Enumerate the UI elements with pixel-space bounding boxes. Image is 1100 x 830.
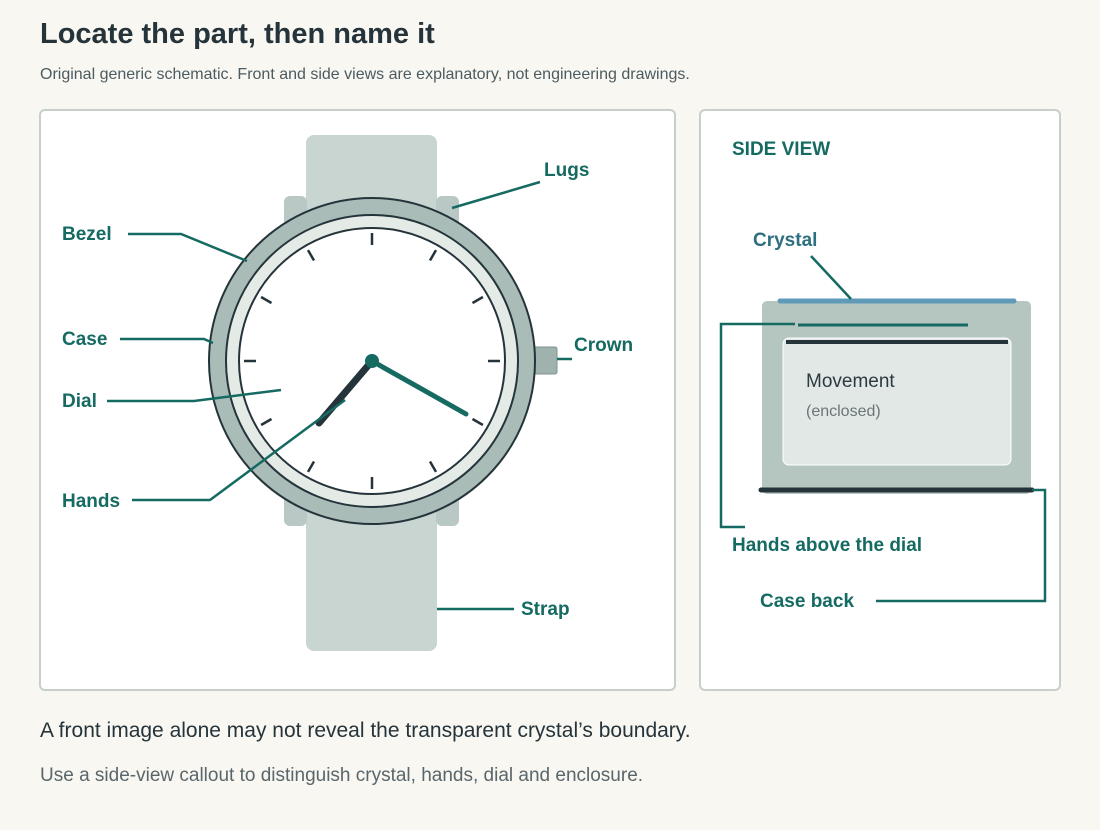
hands-above-dial-leader <box>719 322 795 529</box>
hour-tick <box>306 460 316 473</box>
minute-hand <box>369 358 469 417</box>
hour-tick <box>471 295 484 305</box>
hour-tick <box>428 460 438 473</box>
side-view-panel: SIDE VIEW Movement (enclosed) Crystal Ha… <box>699 109 1061 691</box>
hands-leader <box>132 398 346 502</box>
hour-tick <box>306 249 316 262</box>
crown-label: Crown <box>574 335 633 356</box>
dial-leader <box>107 388 282 403</box>
lugs-leader <box>451 180 541 210</box>
movement-note: (enclosed) <box>806 403 881 420</box>
page-subtitle: Original generic schematic. Front and si… <box>40 66 690 83</box>
strap-bottom <box>306 491 437 651</box>
bezel-leader <box>128 232 248 263</box>
strap-label: Strap <box>521 599 570 620</box>
case-back-label: Case back <box>760 591 854 612</box>
case-back-leader <box>876 488 1047 603</box>
crystal-leader <box>810 255 852 300</box>
hour-tick <box>471 417 484 427</box>
footer-tip: Use a side-view callout to distinguish c… <box>40 765 644 786</box>
lugs-label: Lugs <box>544 160 589 181</box>
front-view-diagram: Lugs Bezel Case Crown Dial Hands Strap <box>62 135 633 651</box>
hour-tick <box>260 295 273 305</box>
footer-note: A front image alone may not reveal the t… <box>40 719 691 742</box>
hands-label: Hands <box>62 491 120 512</box>
side-view-title: SIDE VIEW <box>732 139 830 160</box>
movement-label: Movement <box>806 371 895 392</box>
side-view-diagram: SIDE VIEW Movement (enclosed) Crystal Ha… <box>719 139 1047 612</box>
case-label: Case <box>62 329 107 350</box>
bezel-label: Bezel <box>62 224 112 245</box>
hand-pivot <box>365 354 379 368</box>
crystal-label: Crystal <box>753 230 817 251</box>
hour-ticks <box>244 233 500 489</box>
page-title: Locate the part, then name it <box>40 18 435 50</box>
movement-box <box>782 337 1012 466</box>
hour-tick <box>428 249 438 262</box>
case-leader <box>120 337 214 345</box>
hands-above-dial-label: Hands above the dial <box>732 535 922 556</box>
dial-label: Dial <box>62 391 97 412</box>
hour-tick <box>260 417 273 427</box>
front-view-panel: Lugs Bezel Case Crown Dial Hands Strap <box>39 109 676 691</box>
